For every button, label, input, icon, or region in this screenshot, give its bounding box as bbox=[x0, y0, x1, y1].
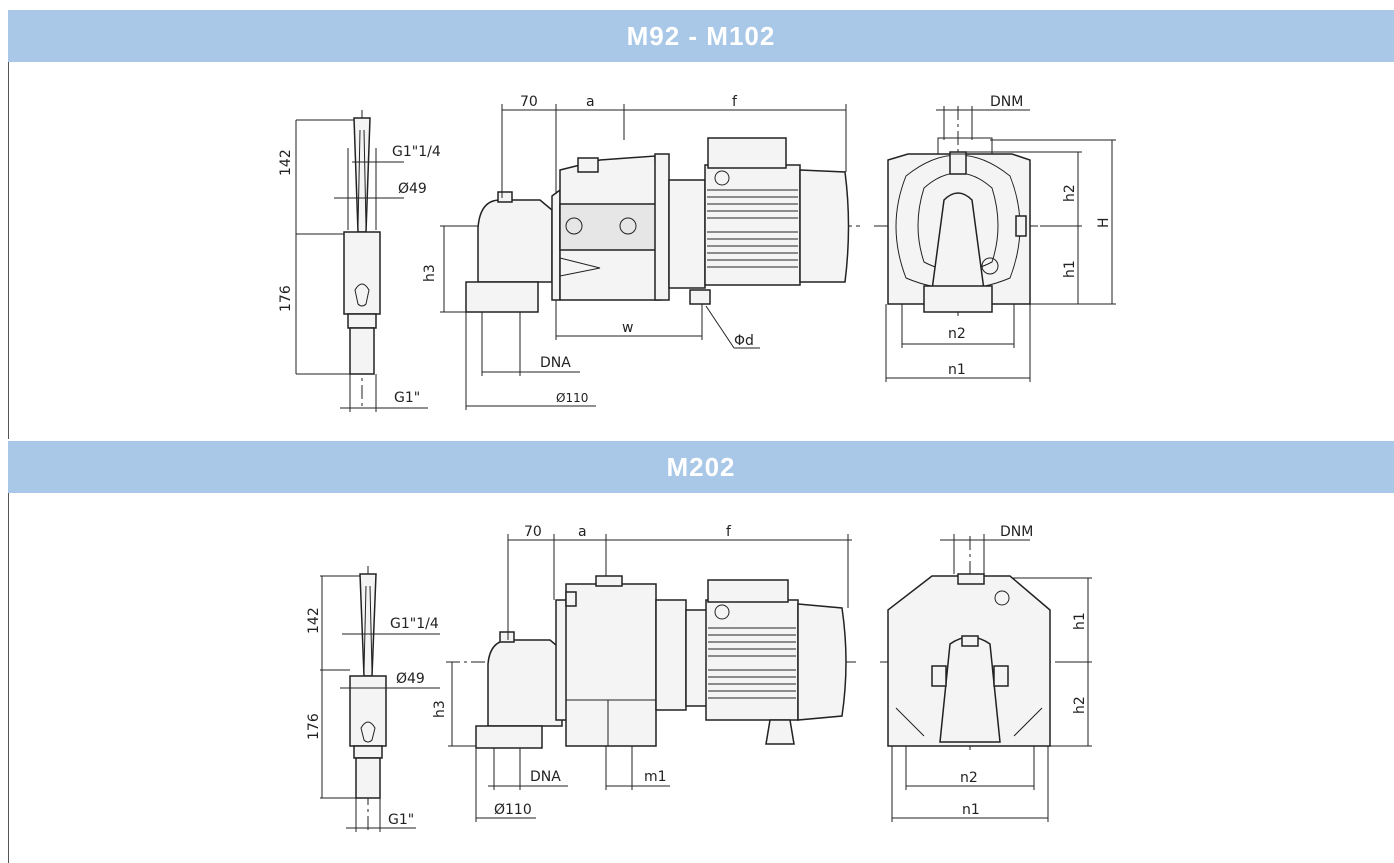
dim-142-label: 142 bbox=[278, 149, 294, 176]
dim-n2-label: n2 bbox=[960, 770, 978, 786]
diameter-49-label: Ø49 bbox=[398, 181, 427, 197]
dim-70-label: 70 bbox=[520, 94, 538, 110]
dim-70-label: 70 bbox=[524, 524, 542, 540]
drawing-panel-m92-m102 bbox=[8, 62, 1394, 439]
dim-phi110-label: Ø110 bbox=[494, 802, 532, 818]
pump-front-view-drawing bbox=[880, 534, 1092, 822]
section-header-m202: M202 bbox=[8, 441, 1394, 493]
pump-front-view-drawing bbox=[874, 106, 1116, 382]
dim-a-label: a bbox=[586, 94, 595, 110]
dim-176-label: 176 bbox=[278, 285, 294, 312]
thread-g1-label: G1" bbox=[394, 390, 420, 406]
section-header-m92-m102: M92 - M102 bbox=[8, 10, 1394, 62]
drawing-m92-m102: 142 176 G1"1/4 Ø49 G1" bbox=[278, 94, 1116, 412]
dim-m1-label: m1 bbox=[644, 769, 667, 785]
section-title: M92 - M102 bbox=[626, 20, 776, 51]
thread-g1-label: G1" bbox=[388, 812, 414, 828]
dim-142-label: 142 bbox=[306, 607, 322, 634]
dim-h1-label: h1 bbox=[1072, 612, 1088, 630]
section-title: M202 bbox=[666, 451, 736, 482]
dim-phi-d-label: Φd bbox=[734, 333, 754, 349]
diameter-49-label: Ø49 bbox=[396, 671, 425, 687]
dim-h3-label: h3 bbox=[422, 264, 438, 282]
injector-nozzle-drawing bbox=[320, 566, 440, 832]
dim-dnm-label: DNM bbox=[990, 94, 1023, 110]
pump-side-view-drawing bbox=[440, 104, 860, 410]
drawing-panel-m202 bbox=[8, 493, 1394, 863]
dim-a-label: a bbox=[578, 524, 587, 540]
drawing-m202: 142 176 G1"1/4 Ø49 G1" bbox=[306, 524, 1092, 832]
pump-side-view-drawing bbox=[446, 534, 856, 822]
injector-nozzle-drawing bbox=[295, 110, 428, 412]
dim-176-label: 176 bbox=[306, 713, 322, 740]
dim-H-label: H bbox=[1096, 217, 1112, 228]
dim-f-label: f bbox=[732, 94, 738, 110]
dim-f-label: f bbox=[726, 524, 732, 540]
dim-h2-label: h2 bbox=[1062, 184, 1078, 202]
thread-g1-1-4-label: G1"1/4 bbox=[390, 616, 439, 632]
dim-h2-label: h2 bbox=[1072, 696, 1088, 714]
dim-dna-label: DNA bbox=[530, 769, 561, 785]
dim-phi110-label: Ø110 bbox=[556, 391, 588, 405]
dim-h1-label: h1 bbox=[1062, 260, 1078, 278]
dim-dnm-label: DNM bbox=[1000, 524, 1033, 540]
dim-h3-label: h3 bbox=[432, 700, 448, 718]
thread-g1-1-4-label: G1"1/4 bbox=[392, 144, 441, 160]
dim-n1-label: n1 bbox=[962, 802, 980, 818]
dim-n2-label: n2 bbox=[948, 326, 966, 342]
dim-n1-label: n1 bbox=[948, 362, 966, 378]
dim-dna-label: DNA bbox=[540, 355, 571, 371]
dim-w-label: w bbox=[622, 320, 633, 336]
